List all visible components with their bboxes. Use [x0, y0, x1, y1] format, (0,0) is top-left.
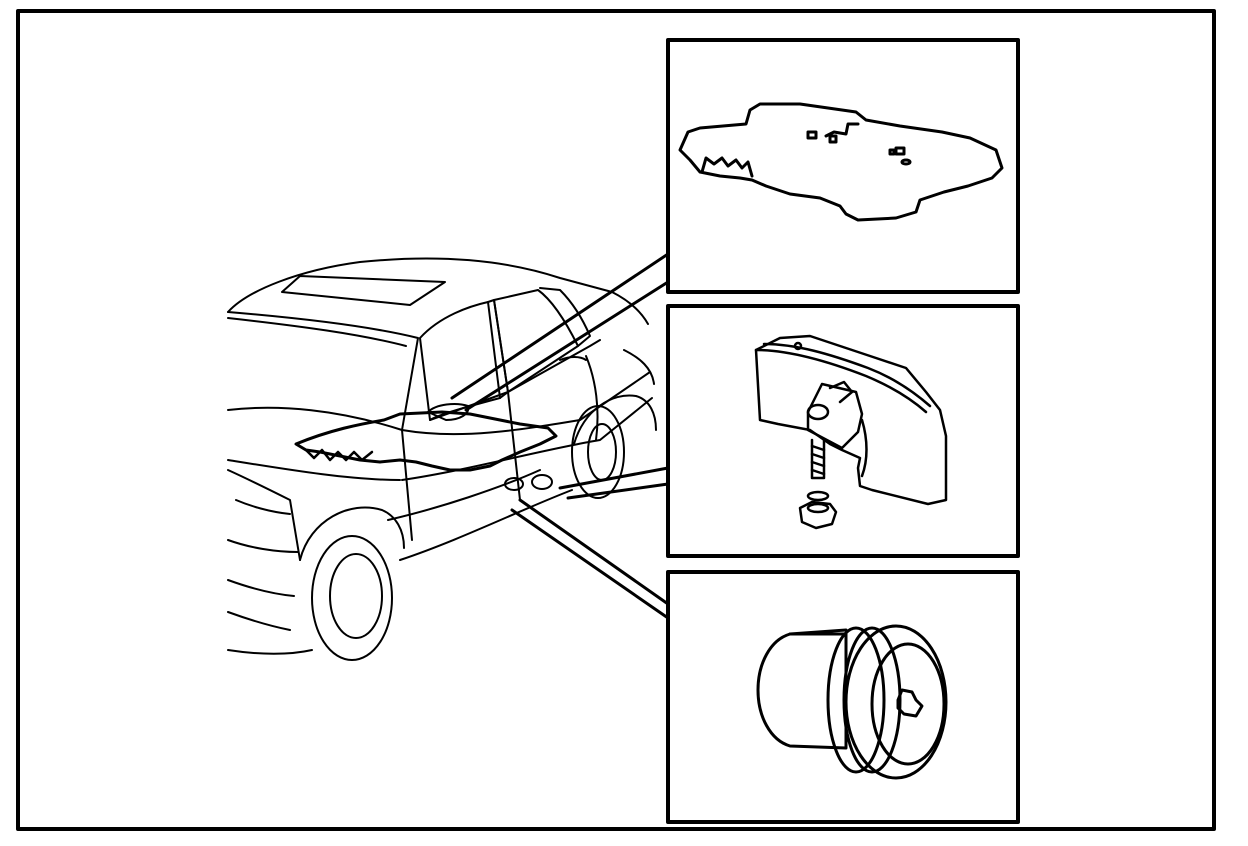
- nut-face: [806, 502, 830, 514]
- bracket-tab: [828, 380, 854, 404]
- rear-wheel: [571, 405, 625, 499]
- sunroof: [281, 275, 446, 306]
- floor-mat-detail: [678, 102, 1004, 222]
- bracket-detail: [754, 334, 948, 530]
- front-wheel-arch: [299, 506, 405, 561]
- body-lower: [387, 469, 541, 521]
- floor-mat-outline: [678, 102, 1004, 222]
- bracket-top-face: [754, 348, 928, 414]
- car-floor-mat: [294, 410, 558, 472]
- bolt-thread-lines: [810, 444, 826, 476]
- front-end: [227, 469, 301, 561]
- front-window: [419, 301, 501, 421]
- leader-floor-mat: [450, 252, 670, 412]
- rear-door-edge: [585, 355, 599, 441]
- body-side-upper: [401, 371, 651, 436]
- lower-front: [227, 649, 313, 655]
- plug-keyhole: [896, 688, 924, 718]
- bracket-inner: [860, 418, 868, 478]
- bumper-line-1: [227, 539, 299, 553]
- nut: [798, 500, 838, 530]
- panel-bracket: [666, 304, 1020, 558]
- hood-line: [227, 406, 403, 431]
- plug-hole-front: [504, 477, 524, 491]
- car-floor-mat-teeth: [304, 448, 374, 462]
- plug-body: [756, 632, 848, 750]
- outer-frame: [16, 9, 1216, 831]
- plug-body-top: [788, 628, 848, 636]
- front-wheel-hub: [329, 553, 383, 639]
- rear-wheel-hub: [587, 423, 617, 481]
- leader-lines: [450, 252, 670, 620]
- door-handle: [559, 356, 587, 361]
- bumper-line-2: [227, 579, 295, 597]
- floor-mat-hole-2: [828, 134, 838, 144]
- floor-mat-hole-4: [888, 148, 896, 156]
- rocker: [399, 489, 573, 561]
- bracket-hole: [793, 341, 803, 351]
- plug-flange-back: [826, 626, 886, 774]
- plug-face: [870, 642, 946, 766]
- fender-crease: [227, 459, 401, 481]
- side-mirror: [427, 403, 470, 421]
- car-illustration: [227, 257, 657, 661]
- bracket-clip: [806, 382, 864, 450]
- floor-mat-cutout-1: [824, 122, 860, 138]
- panel-plug: [666, 570, 1020, 824]
- bumper-line-3: [227, 611, 291, 631]
- rear-wheel-arch: [573, 394, 657, 445]
- bracket-top-edge: [762, 342, 932, 408]
- headlight: [235, 499, 291, 515]
- plug-hole-rear: [531, 474, 553, 490]
- b-pillar: [487, 299, 509, 399]
- rear-bumper: [623, 349, 655, 385]
- bracket-clip-hole: [806, 403, 830, 421]
- windshield: [227, 311, 419, 431]
- floor-mat-hole-1: [806, 130, 818, 140]
- front-wheel: [311, 535, 393, 661]
- plug-flange-front: [844, 624, 948, 780]
- front-door: [401, 391, 521, 541]
- plug-detail: [756, 624, 948, 780]
- floor-mat-notches: [700, 156, 754, 178]
- washer: [806, 490, 830, 502]
- car-roof: [227, 257, 649, 325]
- panel-floor-mat: [666, 38, 1020, 294]
- floor-mat-hole-5: [900, 158, 912, 166]
- leader-bracket: [558, 466, 670, 500]
- leader-plug: [510, 498, 670, 620]
- floor-mat-hole-3: [894, 146, 906, 156]
- plug-flange-groove: [842, 626, 902, 774]
